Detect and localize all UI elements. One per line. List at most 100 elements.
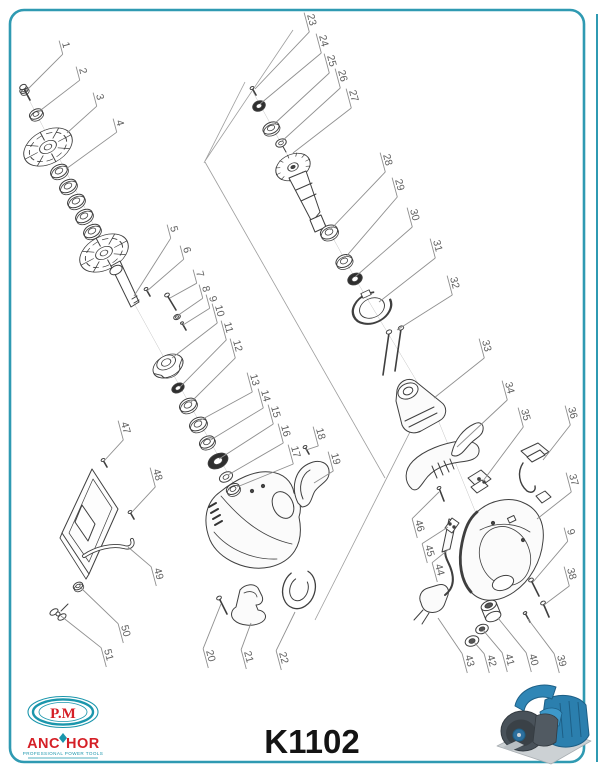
screw-part — [302, 444, 310, 455]
callout-tick-4 — [112, 118, 118, 133]
washer-part — [50, 163, 69, 181]
armature-part27 — [275, 142, 329, 239]
brand-logo: P.M ANC HOR PROFESSIONAL POWER TOOLS — [23, 695, 103, 759]
part-number-25: 25 — [324, 54, 339, 69]
gear-part10 — [152, 353, 184, 379]
part-number-9: 9 — [206, 295, 219, 304]
callout-tick-11 — [220, 320, 227, 341]
leader-line-6 — [146, 258, 185, 292]
washer-part — [83, 223, 102, 241]
leader-line-18 — [305, 445, 319, 451]
washer-part — [67, 193, 86, 211]
callout-tick-43 — [461, 653, 468, 674]
callout-tick-45 — [421, 543, 428, 564]
callout-tick-40 — [525, 652, 532, 673]
part-number-4: 4 — [113, 119, 126, 128]
leader-line-11 — [179, 339, 227, 388]
callout-tick-51 — [100, 647, 107, 668]
part-number-48: 48 — [150, 468, 165, 483]
callout-tick-3 — [92, 92, 98, 107]
part-illustrations — [23, 127, 552, 626]
part-number-1: 1 — [59, 41, 72, 50]
screw-part — [100, 457, 108, 468]
leader-line-3 — [66, 105, 98, 134]
callout-tick-19 — [327, 451, 334, 472]
leader-line-21 — [240, 622, 252, 650]
screw-part — [436, 485, 445, 502]
callout-tick-2 — [75, 66, 81, 81]
screw-part — [127, 509, 135, 520]
callout-tick-20 — [202, 648, 209, 669]
callout-tick-46 — [411, 518, 418, 539]
washer-part — [179, 397, 198, 415]
washer-part — [72, 581, 85, 593]
screw-part — [180, 321, 187, 331]
blade-disc-part3 — [23, 127, 73, 167]
leader-line-32 — [396, 294, 453, 331]
washer-part — [189, 416, 208, 434]
leader-line-27 — [292, 107, 352, 154]
callout-tick-5 — [166, 224, 172, 239]
leader-line-8 — [176, 297, 204, 317]
callout-tick-16 — [277, 423, 284, 444]
leader-line-23 — [254, 31, 310, 90]
callout-tick-25 — [323, 53, 330, 74]
leader-line-13 — [198, 391, 253, 422]
part-number-40: 40 — [526, 653, 541, 668]
callout-tick-18 — [312, 426, 319, 447]
part-number-17: 17 — [288, 445, 303, 460]
leader-line-24 — [259, 52, 322, 105]
leader-line-19 — [313, 470, 334, 484]
leader-line-41 — [482, 629, 503, 653]
screw-part — [216, 595, 228, 615]
callout-tick-9 — [563, 527, 569, 542]
leader-line-28 — [329, 171, 386, 231]
washer-part — [319, 224, 339, 242]
leader-line-26 — [280, 87, 341, 143]
leader-line-37 — [536, 491, 572, 520]
part-number-26: 26 — [335, 69, 350, 84]
callout-tick-49 — [150, 566, 157, 587]
leader-line-33 — [433, 357, 485, 399]
callout-tick-21 — [240, 649, 247, 670]
part-number-41: 41 — [502, 653, 517, 668]
part-number-22: 22 — [276, 651, 291, 666]
model-number: K1102 — [264, 723, 359, 760]
part-number-14: 14 — [258, 389, 273, 404]
part-number-42: 42 — [484, 654, 499, 669]
part-number-13: 13 — [247, 373, 262, 388]
leader-line-47 — [103, 439, 124, 462]
leader-line-51 — [60, 615, 102, 649]
logo-name-right: HOR — [66, 736, 100, 752]
callout-tick-39 — [553, 653, 560, 674]
leader-line-12 — [189, 357, 236, 404]
callout-tick-23 — [303, 12, 310, 33]
part-number-20: 20 — [203, 649, 218, 664]
part-number-38: 38 — [564, 567, 579, 582]
part-number-32: 32 — [447, 276, 462, 291]
part-number-46: 46 — [412, 519, 427, 534]
part-number-34: 34 — [502, 381, 517, 396]
leader-line-31 — [378, 257, 436, 303]
washer-part — [275, 138, 287, 148]
washer-part — [252, 100, 266, 112]
callout-tick-35 — [517, 407, 524, 428]
callout-tick-38 — [563, 566, 570, 587]
callout-tick-15 — [267, 404, 274, 425]
screw-part — [249, 85, 257, 96]
leader-line-50 — [79, 586, 119, 624]
part-number-28: 28 — [380, 153, 395, 168]
spindle-part5 — [109, 260, 140, 308]
callout-tick-13 — [246, 372, 253, 393]
leader-line-5 — [133, 237, 172, 297]
screw-part — [19, 83, 31, 101]
leader-line-20 — [202, 603, 222, 649]
part-number-37: 37 — [566, 473, 581, 488]
clamp-part22 — [281, 568, 317, 610]
leader-line-1 — [25, 53, 64, 92]
callout-tick-22 — [275, 650, 282, 671]
part-number-9: 9 — [564, 528, 577, 537]
washer-part — [75, 208, 94, 226]
